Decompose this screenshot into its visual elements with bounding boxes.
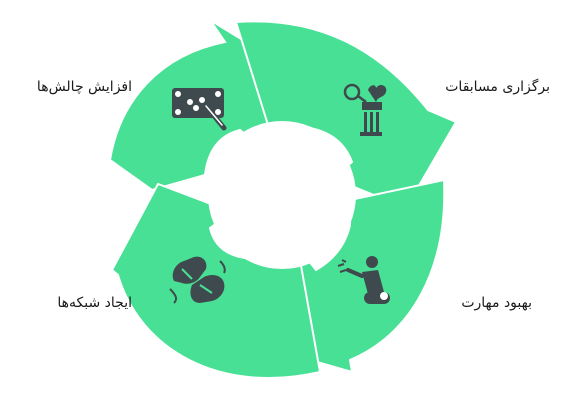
- ring-center-hole: [208, 121, 356, 269]
- ring-segment-top-right: [234, 20, 458, 210]
- step-label-hold-competitions: برگزاری مسابقات: [445, 79, 550, 95]
- step-label-improve-skill: بهبود مهارت: [461, 295, 532, 311]
- player-icon: [337, 256, 390, 304]
- step-label-increase-challenges: افزایش چالش‌ها: [36, 79, 132, 95]
- step-label-create-networks: ایجاد شبکه‌ها: [57, 295, 132, 311]
- billiard-icon: [172, 88, 227, 131]
- trophy-icon: [343, 83, 387, 136]
- handshake-icon: [169, 256, 226, 304]
